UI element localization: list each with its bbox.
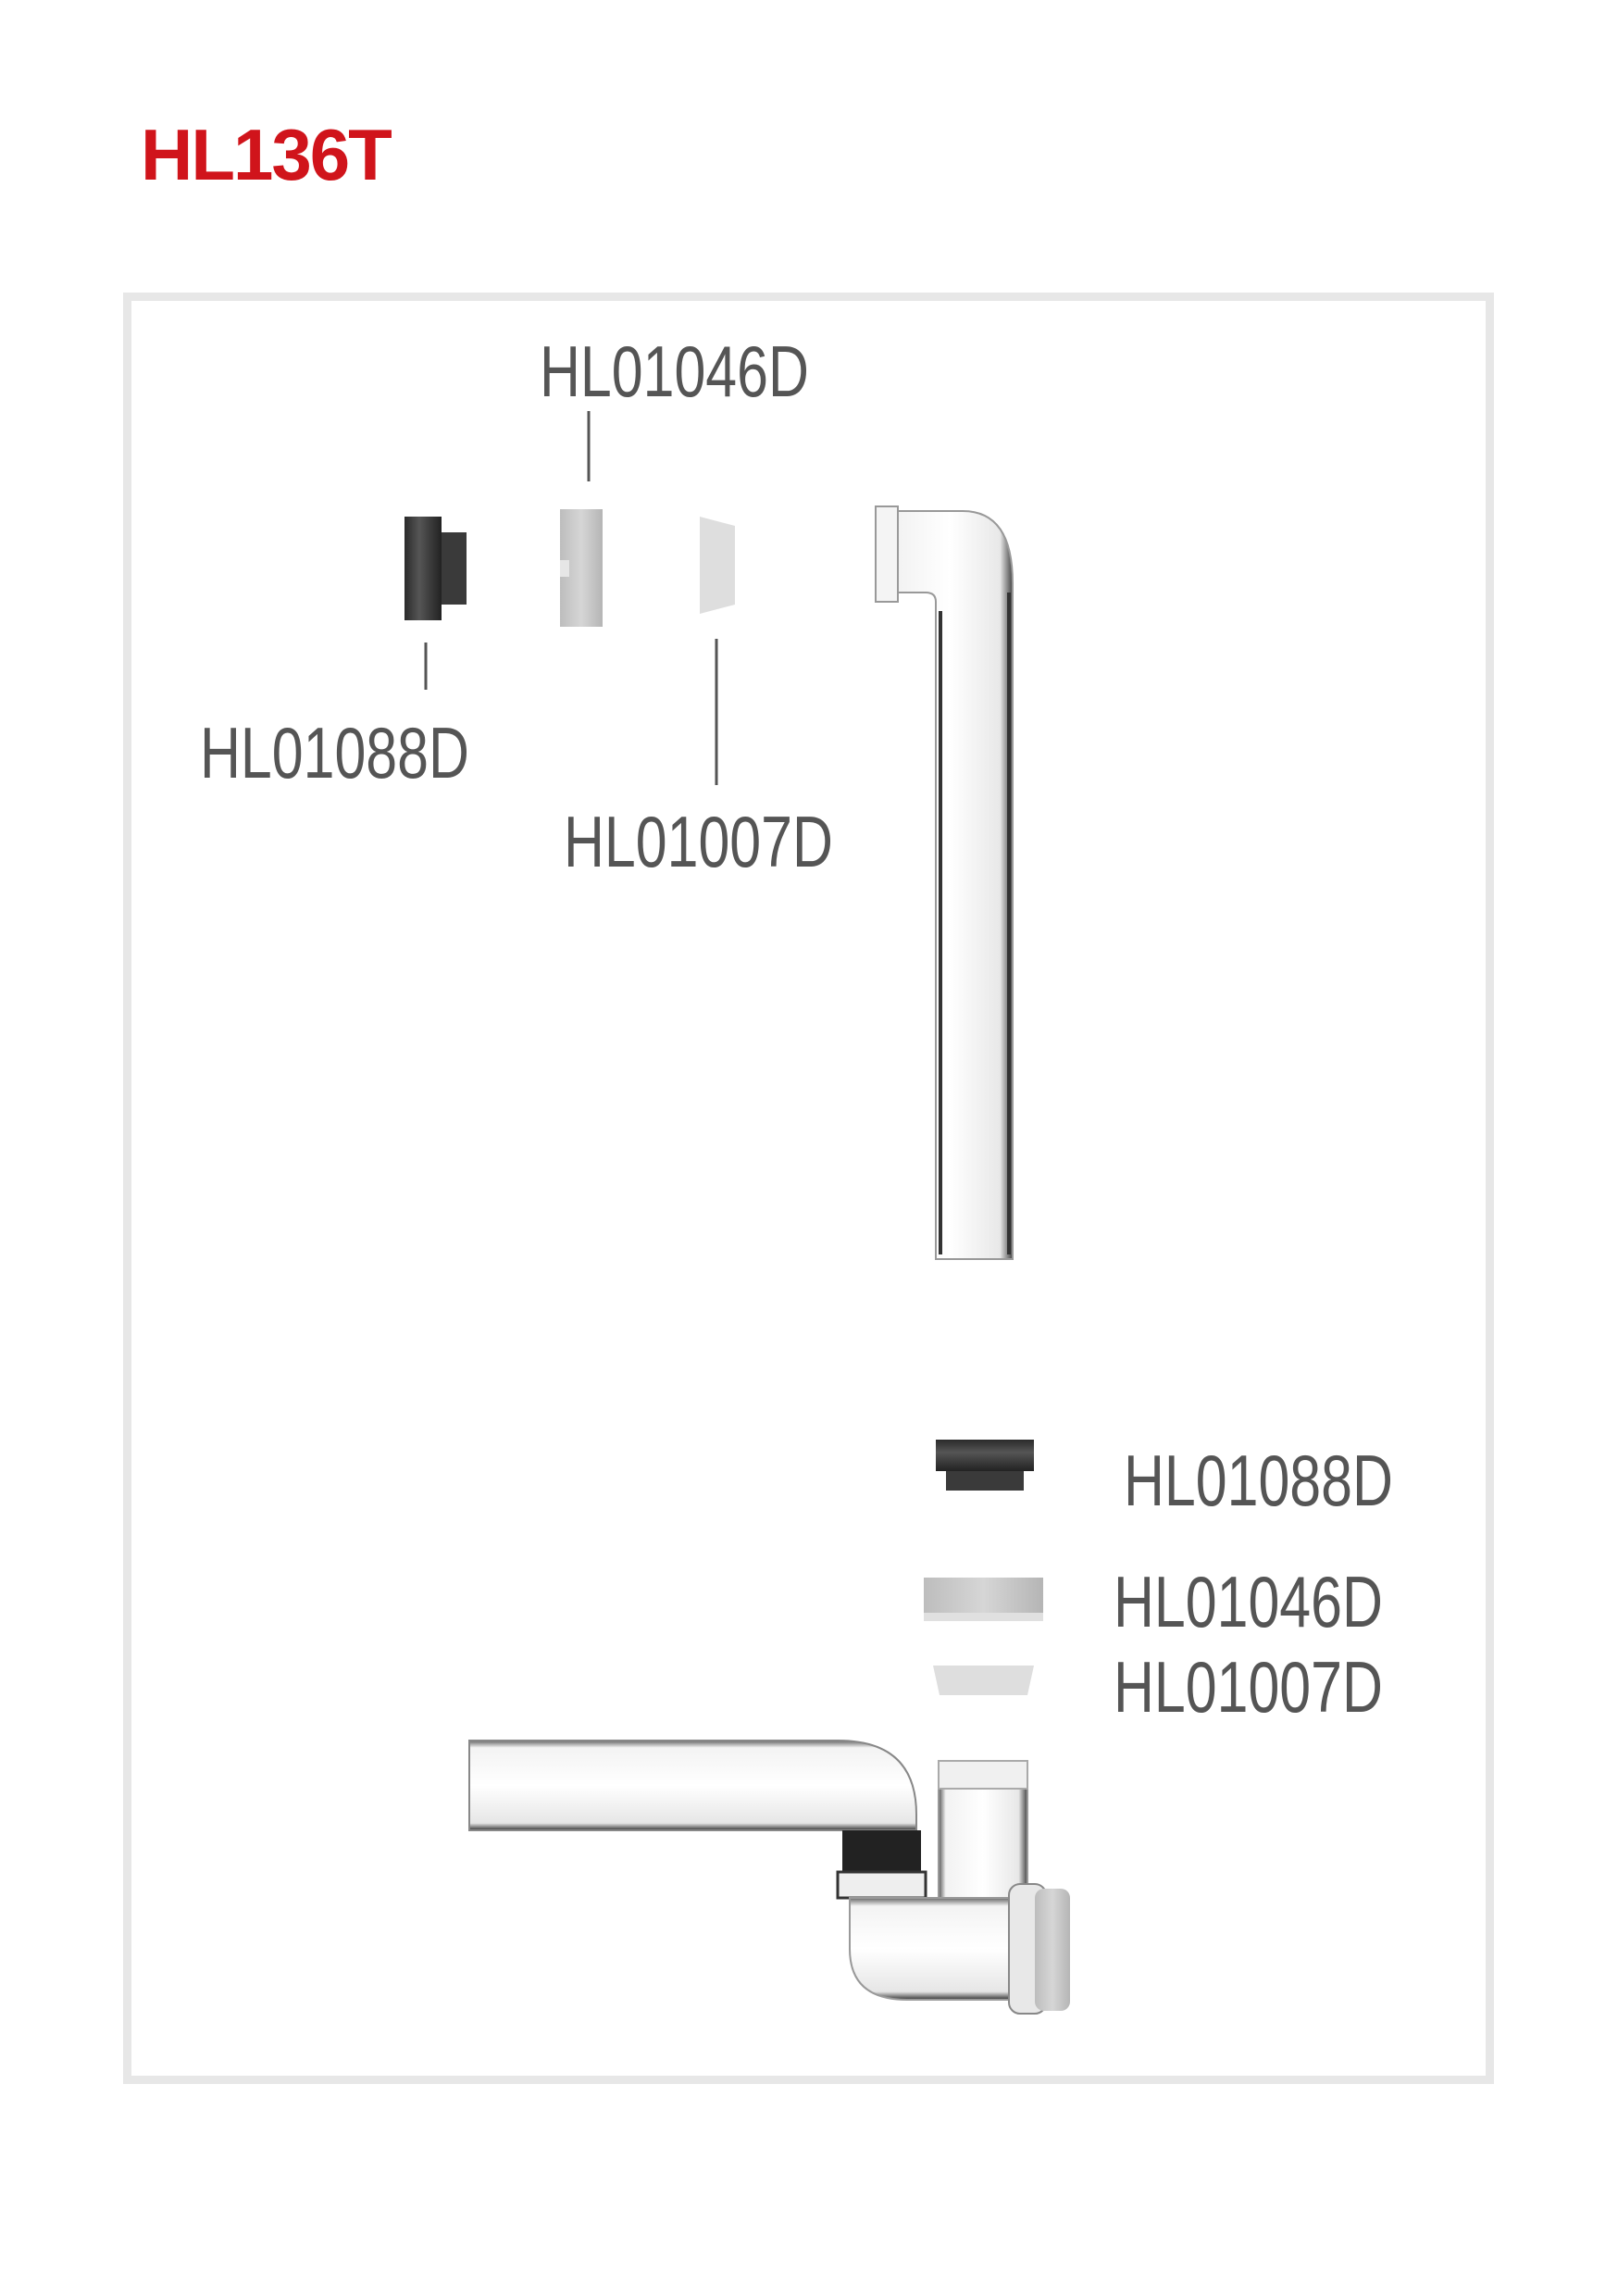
part-label-bottom-washer: HL01007D — [1114, 1646, 1383, 1728]
part-label-top-washer: HL01007D — [564, 801, 833, 882]
washer-part-top — [700, 517, 735, 614]
part-label-top-nut: HL01046D — [540, 331, 809, 412]
elbow-pipe-part — [875, 505, 1014, 1260]
part-label-top-adapter: HL01088D — [200, 712, 469, 793]
washer-part-bottom — [933, 1666, 1034, 1695]
part-label-bottom-nut: HL01046D — [1114, 1561, 1383, 1642]
adapter-part-bottom — [936, 1440, 1034, 1491]
nut-part-top — [560, 509, 603, 627]
adapter-part-top — [404, 517, 467, 620]
leader-lines — [424, 411, 718, 785]
product-code-title: HL136T — [141, 114, 392, 195]
diagram-frame — [123, 293, 1494, 2084]
nut-part-bottom — [924, 1578, 1043, 1621]
bottle-trap-part — [468, 1740, 1070, 2015]
part-label-bottom-adapter: HL01088D — [1124, 1440, 1393, 1521]
